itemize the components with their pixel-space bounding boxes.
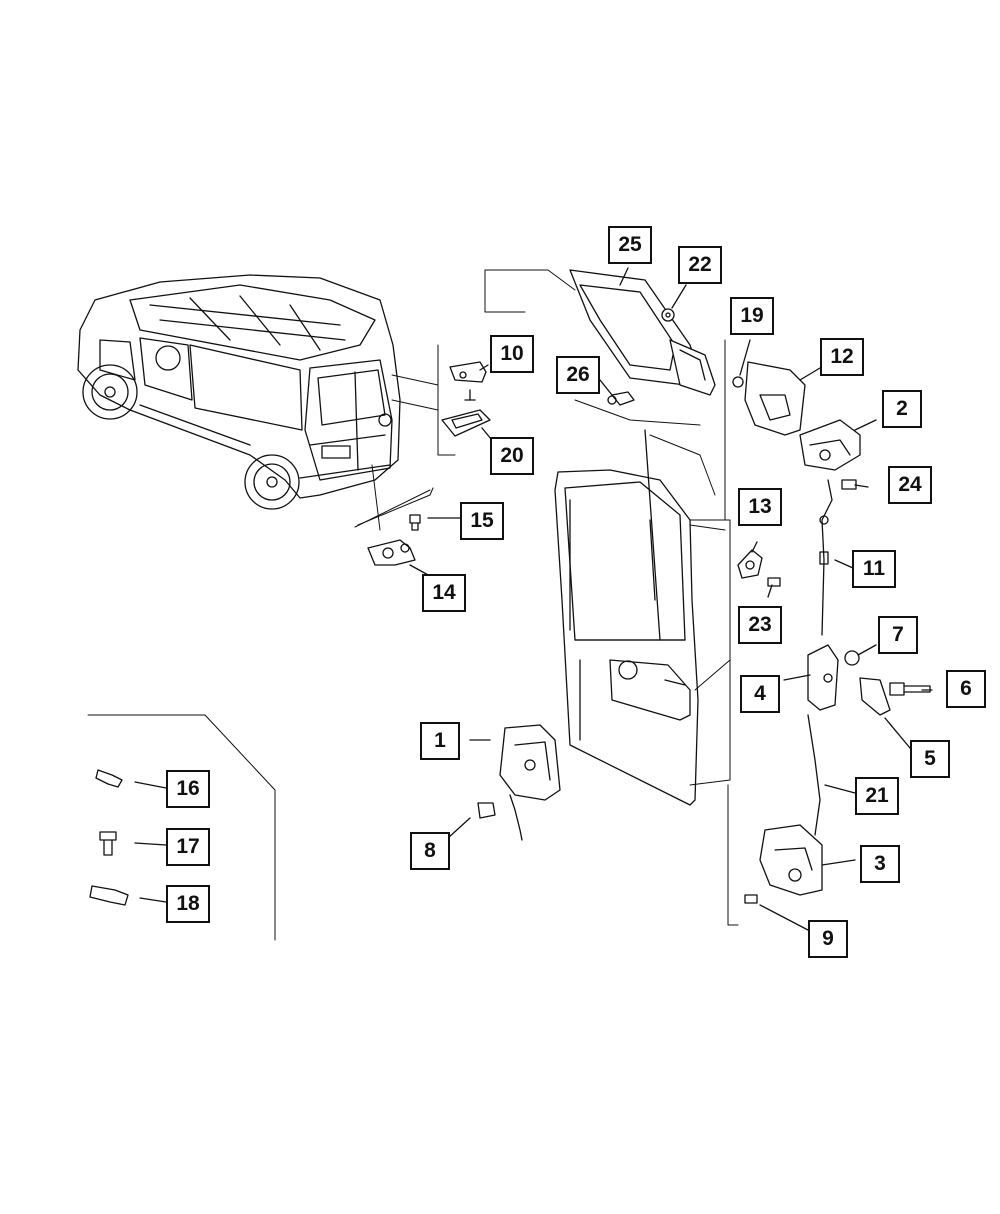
- callout-label-5[interactable]: 5: [910, 740, 950, 778]
- part-9-screw: [744, 894, 758, 904]
- part-20-handle-housing: [441, 409, 491, 437]
- callout-leaders: [134, 267, 933, 931]
- callout-label-8[interactable]: 8: [410, 832, 450, 870]
- callout-label-26[interactable]: 26: [556, 356, 600, 394]
- part-11-upper-rod: [819, 479, 833, 636]
- callout-label-16[interactable]: 16: [166, 770, 210, 808]
- callout-label-19[interactable]: 19: [730, 297, 774, 335]
- callout-label-22[interactable]: 22: [678, 246, 722, 284]
- callout-label-17[interactable]: 17: [166, 828, 210, 866]
- part-18-bolt: [89, 885, 129, 906]
- rear-handle-housing: [669, 339, 716, 396]
- callout-label-14[interactable]: 14: [422, 574, 466, 612]
- callout-label-7[interactable]: 7: [878, 616, 918, 654]
- callout-label-3[interactable]: 3: [860, 845, 900, 883]
- rear-door-panel: [554, 429, 699, 806]
- part-14-hinge: [367, 539, 416, 566]
- door-frame-lines: [484, 269, 739, 926]
- callout-label-24[interactable]: 24: [888, 466, 932, 504]
- callout-label-10[interactable]: 10: [490, 335, 534, 373]
- callout-label-18[interactable]: 18: [166, 885, 210, 923]
- callout-label-12[interactable]: 12: [820, 338, 864, 376]
- callout-label-6[interactable]: 6: [946, 670, 986, 708]
- part-17-screw: [99, 831, 117, 856]
- vehicle-leader-lines: [357, 344, 456, 531]
- part-24-screw: [841, 479, 857, 490]
- part-13-bracket: [737, 549, 763, 579]
- part-16-screw: [95, 769, 123, 788]
- fastener-group-frame: [87, 714, 276, 941]
- callout-label-15[interactable]: 15: [460, 502, 504, 540]
- callout-label-25[interactable]: 25: [608, 226, 652, 264]
- callout-label-13[interactable]: 13: [738, 488, 782, 526]
- part-7-button: [844, 650, 860, 666]
- part-2-upper-latch: [799, 419, 861, 471]
- frame-14-15: [354, 489, 431, 528]
- callout-label-20[interactable]: 20: [490, 437, 534, 475]
- callout-label-11[interactable]: 11: [852, 550, 896, 588]
- callout-label-1[interactable]: 1: [420, 722, 460, 760]
- part-4-center-lock: [807, 644, 839, 711]
- part-6-bolt: [889, 682, 931, 696]
- callout-label-9[interactable]: 9: [808, 920, 848, 958]
- part-10-bracket: [449, 361, 487, 401]
- part-8-bumper: [477, 802, 496, 819]
- vehicle-illustration: [77, 274, 401, 510]
- part-22-nut: [661, 308, 675, 322]
- callout-label-21[interactable]: 21: [855, 777, 899, 815]
- part-21-lower-rod: [807, 714, 821, 836]
- part-19-clip: [732, 376, 744, 388]
- callout-label-2[interactable]: 2: [882, 390, 922, 428]
- part-12-striker-cover: [744, 361, 806, 436]
- callout-label-4[interactable]: 4: [740, 675, 780, 713]
- part-5-handle-link: [859, 677, 891, 716]
- part-15-screw: [409, 514, 421, 531]
- part-26-lock-cylinder: [607, 391, 635, 406]
- callout-label-23[interactable]: 23: [738, 606, 782, 644]
- part-3-lower-latch: [759, 824, 823, 896]
- part-1-side-latch: [499, 724, 561, 841]
- part-23-screw: [767, 577, 781, 587]
